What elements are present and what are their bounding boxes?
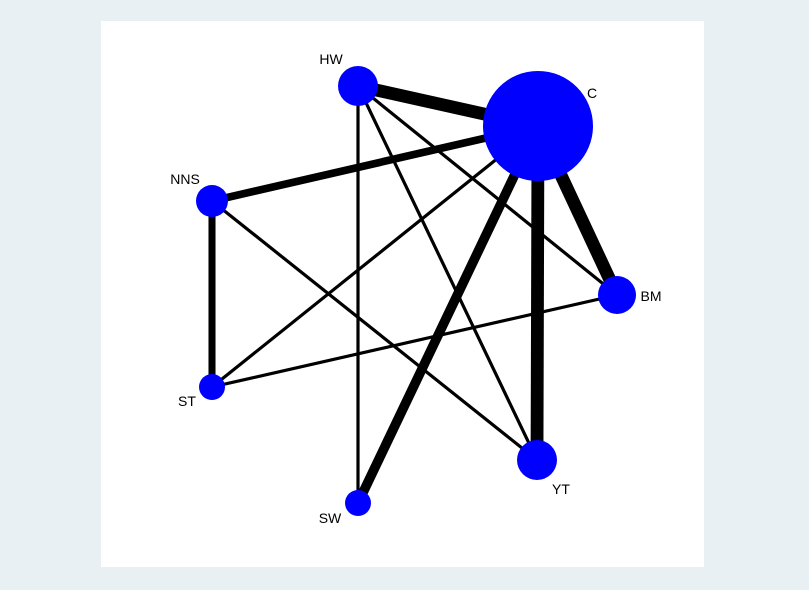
node-yt [517, 440, 557, 480]
edge-layer [208, 79, 623, 506]
edge-c-st [211, 124, 539, 389]
edge-hw-yt [356, 85, 539, 461]
node-label-st: ST [178, 393, 196, 409]
node-nns [196, 185, 228, 217]
edge-hw-bm [356, 84, 619, 297]
node-label-c: C [587, 85, 597, 101]
edge-c-nns [211, 122, 539, 205]
node-st [199, 374, 225, 400]
node-label-nns: NNS [170, 171, 200, 187]
label-layer: C HW NNS ST SW YT BM [170, 51, 661, 526]
edge-nns-yt [211, 199, 538, 462]
edge-c-sw [353, 123, 543, 506]
node-hw [338, 66, 378, 106]
edge-st-bm [211, 293, 618, 389]
node-sw [345, 490, 371, 516]
node-label-sw: SW [319, 510, 342, 526]
node-c [483, 71, 593, 181]
node-label-yt: YT [552, 481, 570, 497]
node-bm [598, 276, 636, 314]
node-layer [196, 66, 636, 516]
edge-c-yt [530, 125, 545, 461]
node-label-hw: HW [319, 51, 343, 67]
node-label-bm: BM [641, 288, 662, 304]
